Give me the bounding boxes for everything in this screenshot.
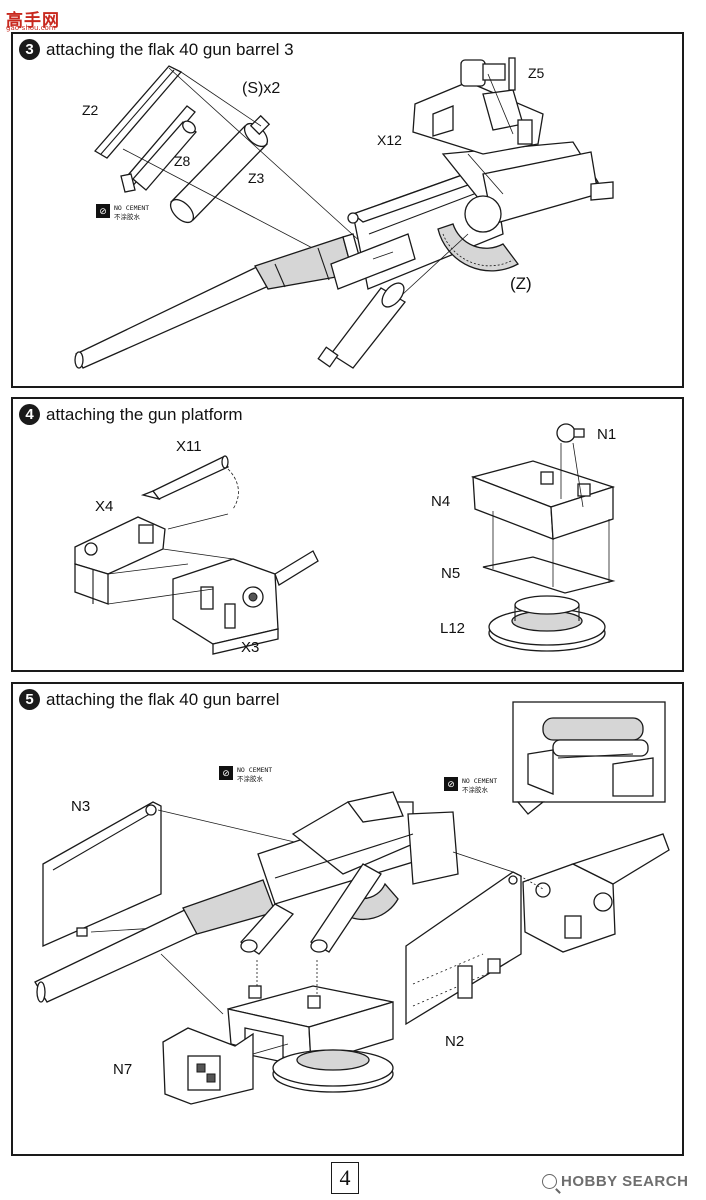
no-cement-icon: ⊘ xyxy=(444,777,458,791)
magnifier-icon xyxy=(542,1174,557,1189)
label-l12: L12 xyxy=(440,620,466,637)
part-gun-barrel xyxy=(74,233,364,369)
part-platform-box xyxy=(227,985,394,1065)
label-x4: X4 xyxy=(95,498,114,515)
part-l12 xyxy=(488,595,606,652)
part-x3 xyxy=(172,550,319,655)
label-z2: Z2 xyxy=(82,102,99,118)
step-3-title: attaching the flak 40 gun barrel 3 xyxy=(46,39,294,59)
part-x4 xyxy=(74,516,166,605)
step-5-title: attaching the flak 40 gun barrel xyxy=(46,689,280,709)
part-z8 xyxy=(132,120,197,191)
watermark-logo: 高手网 gao-shou.com xyxy=(6,6,70,32)
label-z3: Z3 xyxy=(248,170,265,186)
label-n5: N5 xyxy=(441,565,461,582)
no-cement-text-cn: 不涂胶水 xyxy=(462,786,488,794)
no-cement-notice-right: ⊘ NO CEMENT 不涂胶水 xyxy=(444,777,497,795)
label-n3: N3 xyxy=(71,798,91,815)
part-main-barrel xyxy=(34,879,276,1003)
part-receiver-assembly xyxy=(257,791,459,921)
step-3-header: 3 attaching the flak 40 gun barrel 3 xyxy=(19,39,294,60)
no-cement-text-cn: 不涂胶水 xyxy=(237,775,263,783)
hobby-search-watermark: HOBBY SEARCH xyxy=(542,1173,688,1190)
no-cement-icon: ⊘ xyxy=(96,204,110,218)
part-n1 xyxy=(556,423,585,443)
no-cement-icon: ⊘ xyxy=(219,766,233,780)
label-n4: N4 xyxy=(431,493,451,510)
label-x12: X12 xyxy=(377,132,402,148)
no-cement-notice: ⊘ NO CEMENT 不涂胶水 xyxy=(96,204,149,222)
step-4-panel: 4 attaching the gun platform X11 X4 X3 N… xyxy=(11,397,684,672)
step-5-panel: 5 attaching the flak 40 gun barrel N3 N7… xyxy=(11,682,684,1156)
part-n7 xyxy=(162,1027,254,1105)
step-3-panel: 3 attaching the flak 40 gun barrel 3 Z2 … xyxy=(11,32,684,388)
part-x11 xyxy=(140,455,229,501)
part-n4 xyxy=(470,460,616,540)
label-z8: Z8 xyxy=(174,153,191,169)
step-3-number: 3 xyxy=(19,39,40,60)
label-x3: X3 xyxy=(241,639,260,656)
no-cement-text: NO CEMENT xyxy=(237,766,273,774)
label-x11: X11 xyxy=(176,438,202,455)
step-3-diagram xyxy=(74,57,614,369)
part-elevation-gear xyxy=(437,195,519,272)
part-recoil-cylinder xyxy=(317,233,469,369)
part-equilibrator-left xyxy=(240,903,295,955)
part-n3 xyxy=(42,801,162,947)
no-cement-notice-left: ⊘ NO CEMENT 不涂胶水 xyxy=(219,766,272,784)
detail-inset xyxy=(512,701,666,815)
no-cement-text: NO CEMENT xyxy=(114,204,150,212)
step-4-title: attaching the gun platform xyxy=(46,404,243,424)
no-cement-text: NO CEMENT xyxy=(462,777,498,785)
part-n5 xyxy=(482,556,616,594)
part-z3 xyxy=(169,114,271,224)
label-n1: N1 xyxy=(597,426,617,443)
part-turntable xyxy=(272,1049,394,1093)
step-5-number: 5 xyxy=(19,689,40,710)
step-4-diagram xyxy=(74,423,616,655)
label-z5: Z5 xyxy=(528,65,545,81)
part-x12 xyxy=(412,81,544,155)
part-equilibrator-right xyxy=(310,863,382,953)
step-5-header: 5 attaching the flak 40 gun barrel xyxy=(19,689,279,710)
label-n7: N7 xyxy=(113,1061,133,1078)
no-cement-text-cn: 不涂胶水 xyxy=(114,213,140,221)
part-side-assembly xyxy=(522,833,670,953)
part-n2 xyxy=(405,871,522,1026)
step-4-number: 4 xyxy=(19,404,40,425)
part-receiver xyxy=(330,141,614,290)
step-4-header: 4 attaching the gun platform xyxy=(19,404,243,425)
label-z-group: (Z) xyxy=(510,274,532,293)
step-5-diagram xyxy=(34,701,670,1105)
label-n2: N2 xyxy=(445,1033,465,1050)
page-number: 4 xyxy=(331,1162,359,1194)
watermark-url: gao-shou.com xyxy=(6,24,56,32)
watermark-title: 高手网 xyxy=(6,11,60,30)
label-sx2: (S)x2 xyxy=(242,80,281,97)
hobby-search-text: HOBBY SEARCH xyxy=(561,1173,689,1190)
